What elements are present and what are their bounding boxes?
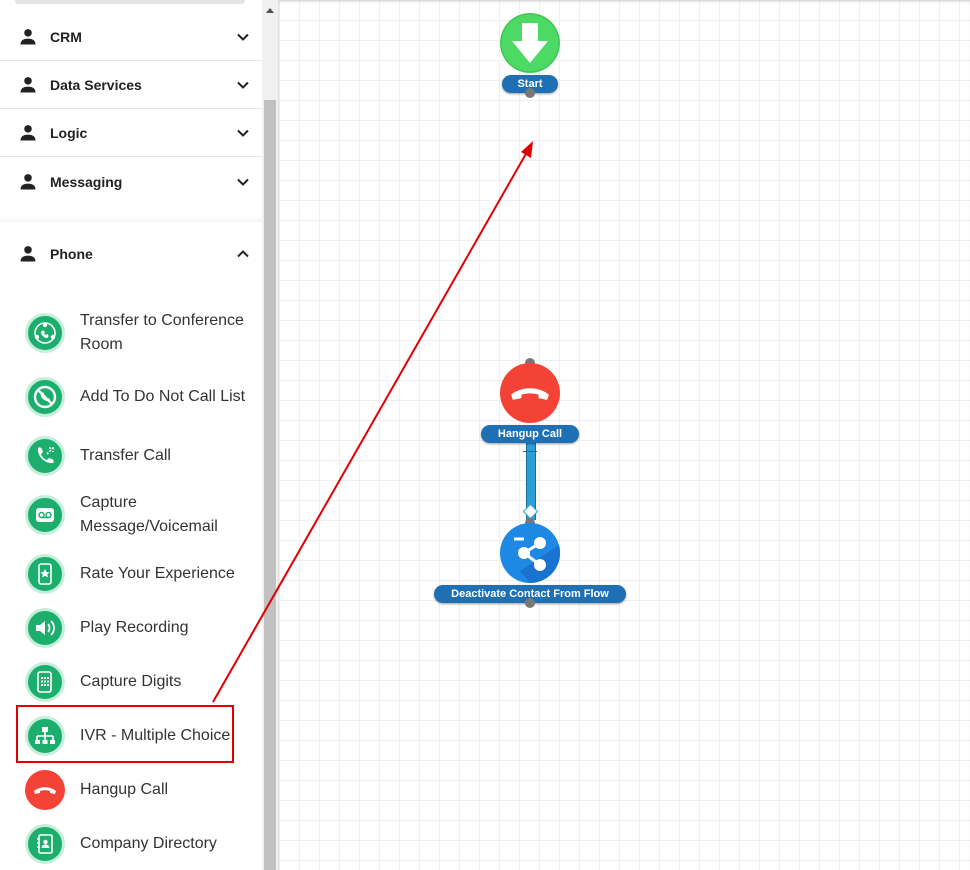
phone-item-label: Transfer to Conference Room — [80, 312, 244, 353]
scroll-up-arrow-icon[interactable] — [266, 8, 274, 13]
person-icon — [20, 29, 36, 45]
sidebar: CRM Data Services Logic Messaging Phone … — [0, 0, 262, 870]
scrollbar-thumb[interactable] — [264, 100, 276, 870]
chevron-down-icon[interactable] — [236, 126, 250, 140]
person-icon — [20, 173, 36, 189]
arrow-down-icon — [500, 13, 560, 73]
phone-item-rate-experience[interactable]: Rate Your Experience — [0, 554, 262, 594]
phone-item-company-directory[interactable]: Company Directory — [0, 824, 262, 864]
ivr-tree-icon — [25, 716, 65, 756]
phone-item-label: Company Directory — [80, 835, 217, 852]
phone-item-hangup-call[interactable]: Hangup Call — [0, 770, 262, 810]
phone-item-label: IVR - Multiple Choice — [80, 727, 231, 744]
flow-canvas[interactable]: Start Hangup Call Deactivate Contact Fro… — [279, 0, 970, 870]
category-data-services[interactable]: Data Services — [0, 62, 262, 109]
category-phone[interactable]: Phone — [0, 230, 262, 277]
phone-item-capture-digits[interactable]: Capture Digits — [0, 662, 262, 702]
category-label: Messaging — [50, 173, 123, 190]
person-icon — [20, 125, 36, 141]
keypad-icon — [25, 662, 65, 702]
phone-item-voicemail[interactable]: Capture Message/Voicemail — [0, 491, 262, 539]
category-label: Phone — [50, 245, 93, 262]
chevron-up-icon[interactable] — [236, 247, 250, 261]
hangup-icon — [25, 770, 65, 810]
rate-experience-icon — [25, 554, 65, 594]
category-logic[interactable]: Logic — [0, 110, 262, 157]
start-node-port[interactable] — [525, 88, 535, 98]
transfer-call-icon — [25, 436, 65, 476]
chevron-down-icon[interactable] — [236, 175, 250, 189]
conference-icon — [25, 313, 65, 353]
category-messaging[interactable]: Messaging — [0, 158, 262, 205]
person-icon — [20, 77, 36, 93]
deactivate-node[interactable] — [500, 523, 560, 583]
category-crm[interactable]: CRM — [0, 14, 262, 61]
phone-item-ivr-multiple-choice[interactable]: IVR - Multiple Choice — [0, 716, 262, 756]
phone-item-label: Transfer Call — [80, 447, 171, 464]
phone-item-transfer-call[interactable]: Transfer Call — [0, 436, 262, 476]
category-label: Logic — [50, 125, 88, 141]
voicemail-icon — [25, 495, 65, 535]
chevron-down-icon[interactable] — [236, 30, 250, 44]
directory-icon — [25, 824, 65, 864]
phone-item-label: Add To Do Not Call List — [80, 388, 246, 405]
phone-item-label: Capture Digits — [80, 673, 182, 690]
section-separator — [0, 216, 262, 222]
connector-tick — [523, 451, 537, 452]
phone-item-transfer-conference[interactable]: Transfer to Conference Room — [0, 309, 262, 357]
phone-item-do-not-call[interactable]: Add To Do Not Call List — [0, 373, 262, 421]
speaker-icon — [25, 608, 65, 648]
sidebar-top-edge — [15, 0, 245, 4]
phone-item-label: Rate Your Experience — [80, 565, 235, 582]
phone-item-label: Hangup Call — [80, 781, 169, 798]
share-icon — [501, 524, 560, 583]
hangup-node[interactable] — [500, 363, 560, 423]
hangup-icon — [511, 388, 549, 400]
phone-item-label: Play Recording — [80, 619, 189, 636]
category-label: Data Services — [50, 77, 142, 93]
phone-item-play-recording[interactable]: Play Recording — [0, 608, 262, 648]
deactivate-node-port-out[interactable] — [525, 598, 535, 608]
annotation-highlight-box — [16, 705, 234, 763]
no-call-icon — [25, 377, 65, 417]
hangup-node-label: Hangup Call — [481, 425, 579, 443]
start-node-label: Start — [502, 75, 558, 93]
start-node[interactable] — [500, 13, 560, 73]
category-label: CRM — [50, 29, 82, 45]
chevron-down-icon[interactable] — [236, 78, 250, 92]
sidebar-scrollbar[interactable] — [262, 0, 278, 870]
phone-item-label: Capture Message/Voicemail — [80, 494, 218, 535]
person-icon — [20, 245, 36, 261]
